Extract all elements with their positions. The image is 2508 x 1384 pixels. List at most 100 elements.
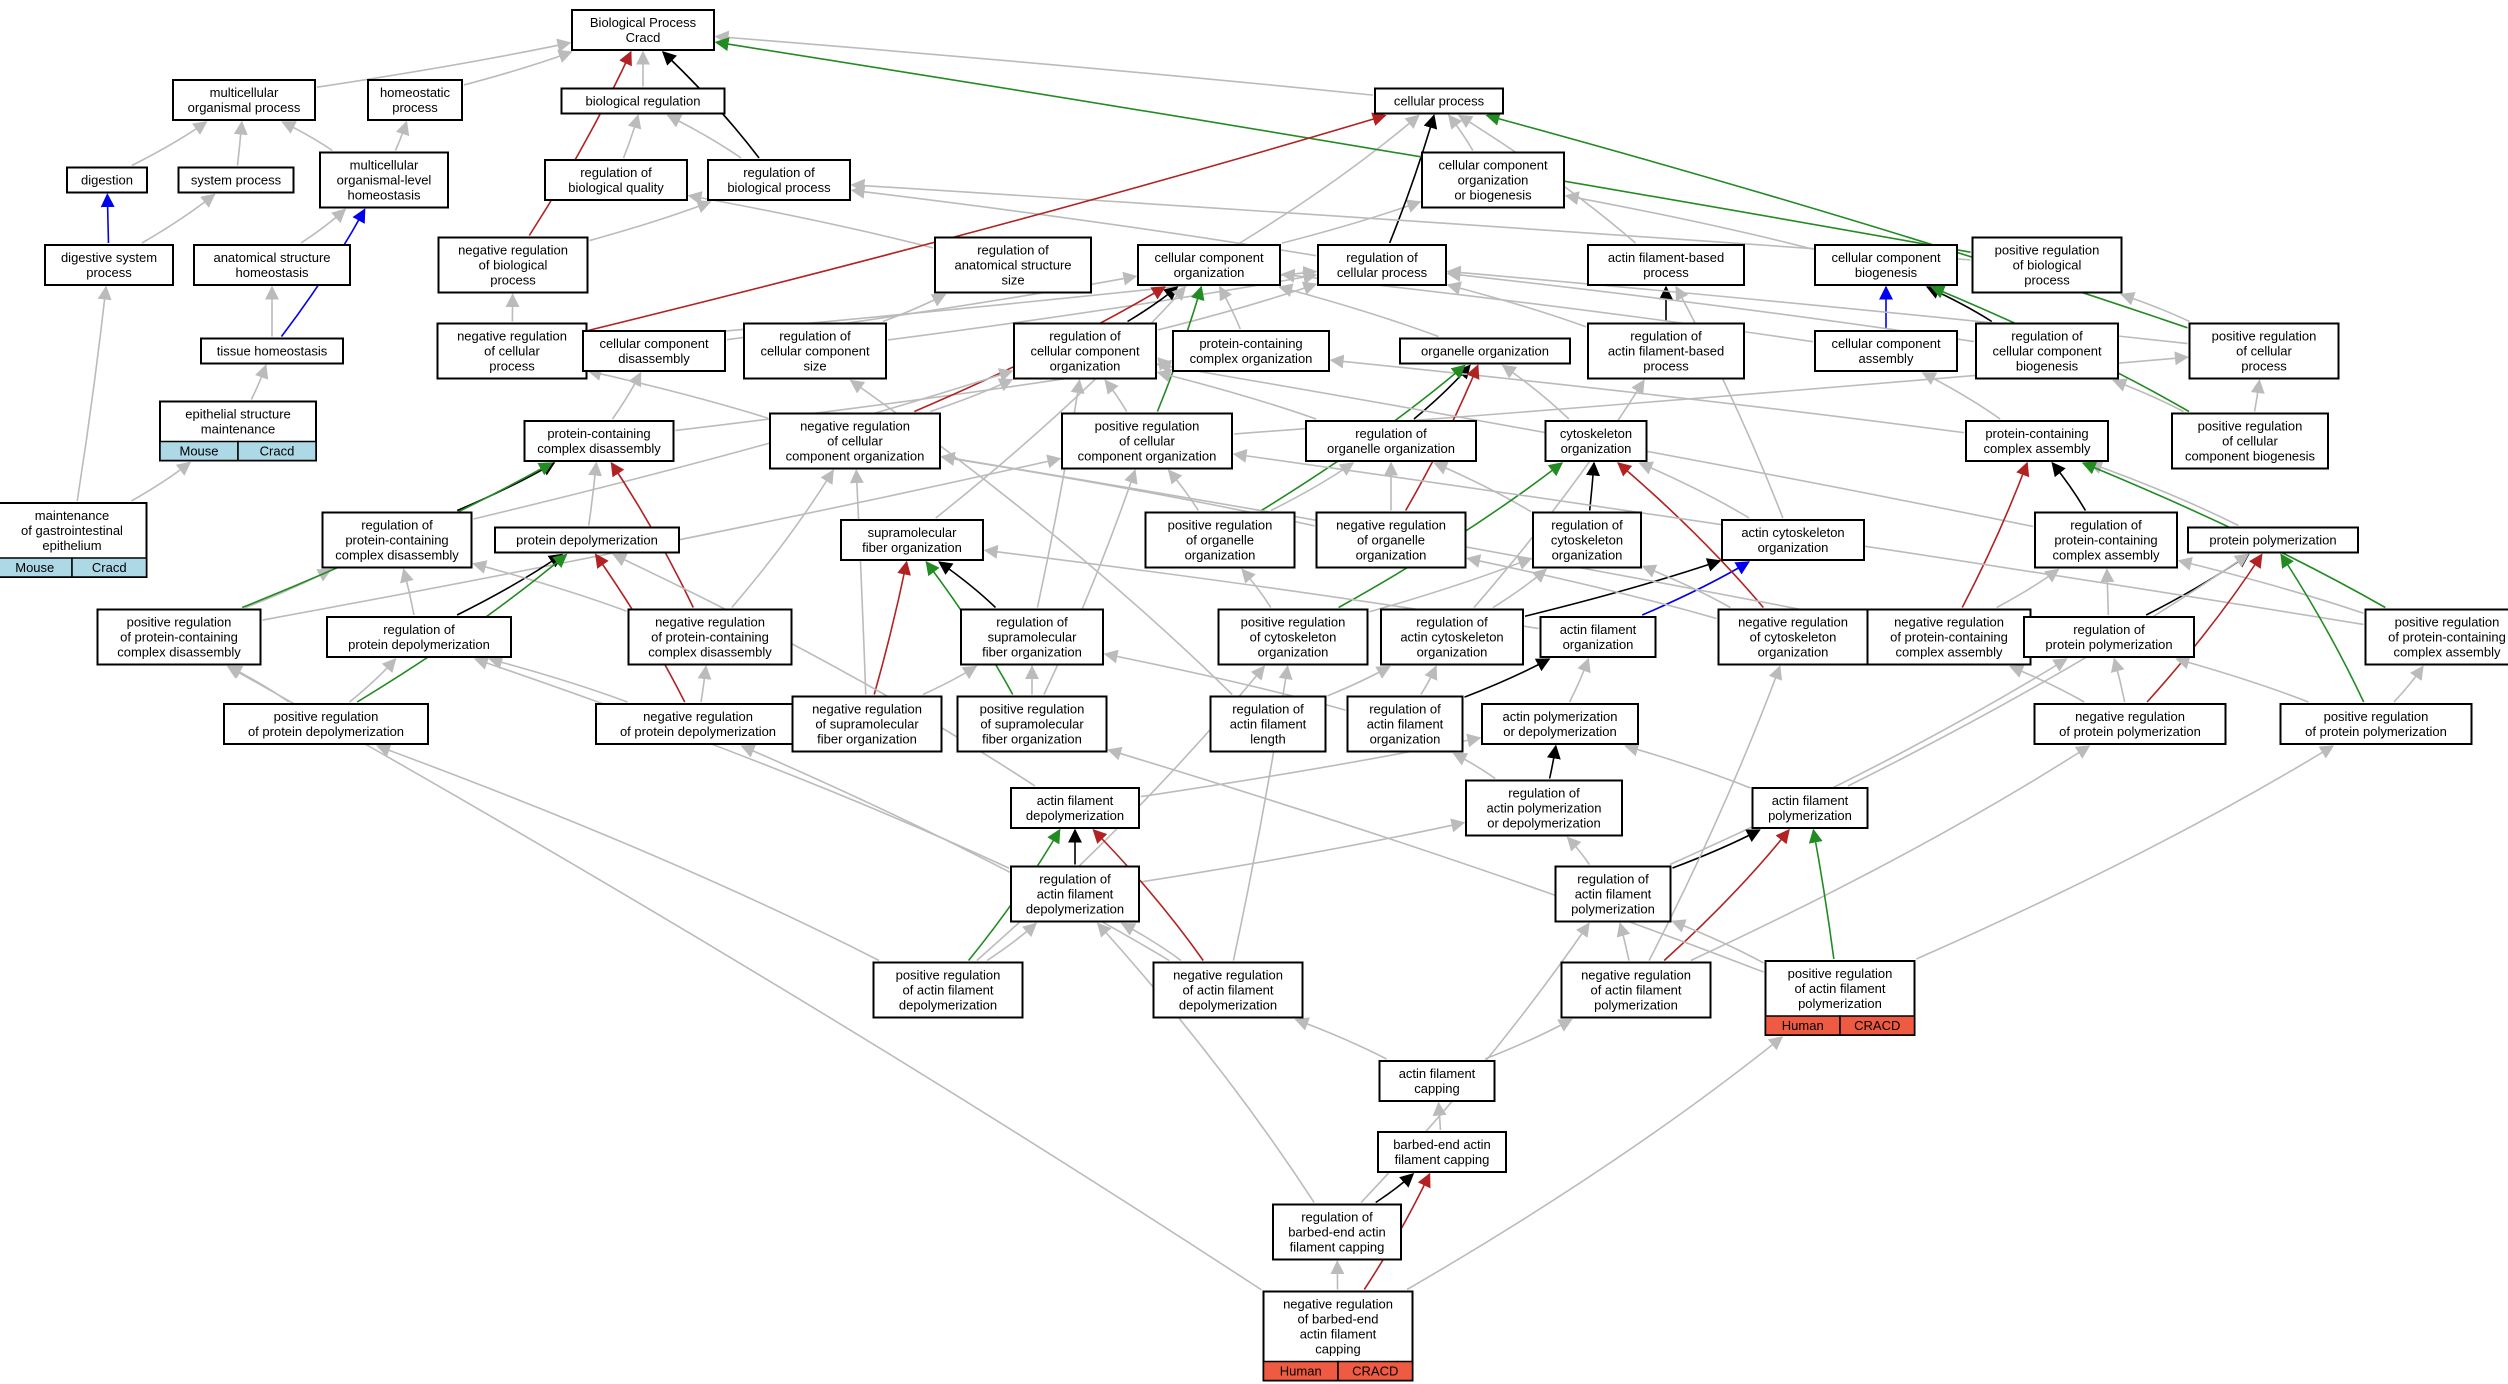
term-box <box>934 236 1092 294</box>
edge-is-a <box>1566 836 1590 865</box>
term-node-bioreg[interactable]: biological regulation <box>560 87 726 115</box>
term-node-cellproc[interactable]: cellular process <box>1374 87 1504 115</box>
term-node-th[interactable]: tissue homeostasis <box>200 337 344 365</box>
term-box <box>1137 244 1281 286</box>
edge-negatively-regulates <box>2146 553 2263 703</box>
term-label-line: negative regulation <box>457 329 567 344</box>
term-box <box>1587 244 1745 286</box>
edge-is-a <box>687 191 934 249</box>
term-node-dig[interactable]: digestion <box>66 166 148 194</box>
term-node-oo[interactable]: organelle organization <box>1399 337 1571 365</box>
term-label-line: organization <box>1758 540 1829 555</box>
term-box <box>96 608 262 666</box>
edge-regulates <box>2051 461 2087 511</box>
relation-edge <box>714 30 1374 96</box>
term-label-line: of protein-containing <box>651 630 769 645</box>
term-node-pp[interactable]: protein polymerization <box>2187 526 2359 554</box>
term-label-line: organization <box>1561 441 1632 456</box>
edge-regulates <box>1546 744 1561 779</box>
annotation-gene: Cracd <box>260 444 295 459</box>
term-node-pdp[interactable]: protein depolymerization <box>494 526 680 554</box>
relation-edge <box>1096 922 1315 1203</box>
edge-is-a <box>1616 922 1631 961</box>
term-label-line: actin polymerization <box>1487 801 1602 816</box>
term-node-sysproc[interactable]: system process <box>177 166 295 194</box>
